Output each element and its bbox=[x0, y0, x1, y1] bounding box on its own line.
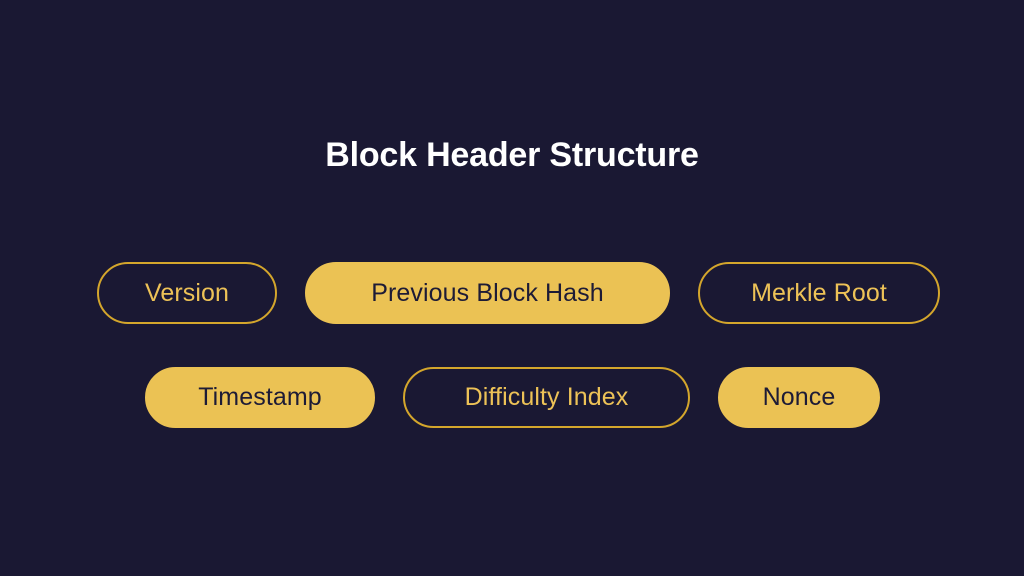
field-pill-difficulty-index[interactable]: Difficulty Index bbox=[403, 367, 690, 428]
header-field-row-1: Version Previous Block Hash Merkle Root bbox=[97, 262, 940, 324]
field-pill-label: Nonce bbox=[762, 383, 836, 411]
field-pill-label: Version bbox=[144, 278, 230, 307]
page-title: Block Header Structure bbox=[325, 136, 699, 174]
header-field-row-2: Timestamp Difficulty Index Nonce bbox=[145, 367, 880, 428]
field-pill-merkle-root[interactable]: Merkle Root bbox=[698, 262, 940, 324]
field-pill-nonce[interactable]: Nonce bbox=[718, 367, 880, 428]
field-pill-timestamp[interactable]: Timestamp bbox=[145, 367, 375, 428]
field-pill-previous-block-hash[interactable]: Previous Block Hash bbox=[305, 262, 670, 324]
field-pill-label: Timestamp bbox=[198, 383, 322, 411]
field-pill-version[interactable]: Version bbox=[97, 262, 277, 324]
field-pill-label: Difficulty Index bbox=[464, 383, 629, 411]
field-pill-label: Merkle Root bbox=[751, 278, 887, 307]
field-pill-label: Previous Block Hash bbox=[371, 278, 604, 307]
